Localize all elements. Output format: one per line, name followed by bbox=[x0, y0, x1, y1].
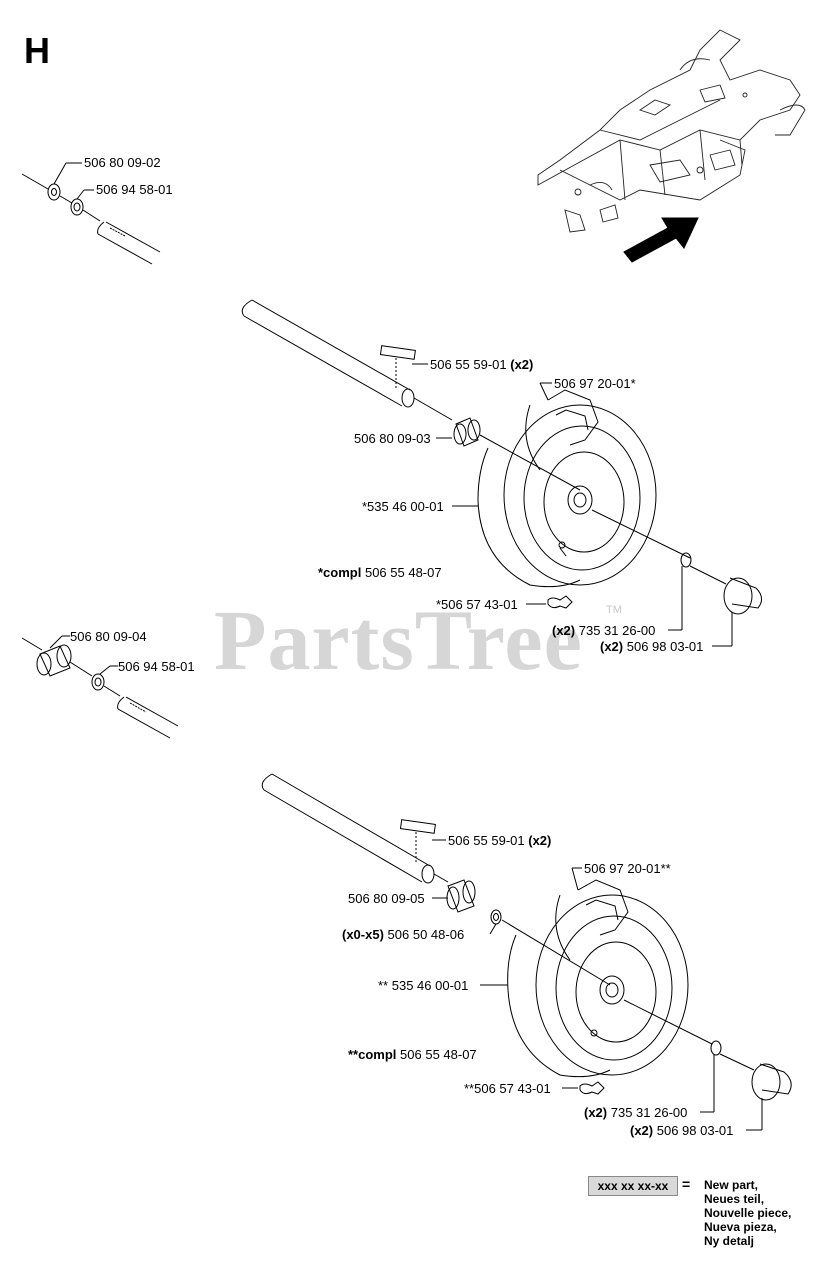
wheel-assembly-d bbox=[261, 773, 792, 1131]
bushing-506-80-09-03 bbox=[455, 417, 479, 447]
label-cap-upper: (x2) 506 98 03-01 bbox=[600, 639, 703, 654]
label-bushing-upper: 506 80 09-03 bbox=[354, 431, 431, 446]
watermark: PartsTree bbox=[214, 592, 583, 688]
label-cap-lower-qty: (x2) bbox=[630, 1123, 654, 1138]
washer-506-50-48-06 bbox=[490, 909, 502, 925]
axle-assembly-c bbox=[21, 635, 179, 739]
axle-tube-b bbox=[243, 299, 411, 407]
legend-line: New part, bbox=[704, 1178, 759, 1192]
label-washer-lower-part: 506 50 48-06 bbox=[387, 927, 465, 942]
bushing-506-80-09-04 bbox=[39, 645, 71, 677]
label-cap-upper-part: 506 98 03-01 bbox=[626, 639, 704, 654]
section-letter: H bbox=[24, 30, 50, 71]
valve-stem-upper bbox=[547, 389, 599, 446]
washer-506-94-58-01-c bbox=[91, 673, 105, 691]
watermark-trademark: TM bbox=[606, 604, 622, 616]
valve-cap-upper bbox=[547, 595, 573, 609]
legend-line: Nueva pieza, bbox=[704, 1220, 777, 1234]
pin-506-55-59-01-upper bbox=[379, 345, 416, 360]
label-bushing-lower: 506 80 09-05 bbox=[348, 891, 425, 906]
legend-line: Nouvelle piece, bbox=[704, 1206, 792, 1220]
axle-shaft-c bbox=[117, 696, 179, 739]
label-compl-upper-prefix: *compl bbox=[318, 565, 362, 580]
label-clip-upper: (x2) 735 31 26-00 bbox=[552, 623, 655, 638]
label-wheel-upper: *535 46 00-01 bbox=[362, 499, 444, 514]
wheel-assembly-b bbox=[241, 299, 762, 647]
axle-shaft-a bbox=[97, 221, 161, 265]
label-washer-lower-qty: (x0-x5) bbox=[342, 927, 384, 942]
label-tire-lower: 506 97 20-01** bbox=[584, 861, 671, 876]
pin-506-55-59-01-lower bbox=[399, 819, 436, 834]
label-clip-upper-qty: (x2) bbox=[552, 623, 576, 638]
bushing-506-80-09-05 bbox=[447, 879, 475, 913]
label-valve-lower: **506 57 43-01 bbox=[464, 1081, 551, 1096]
label-506-80-09-02: 506 80 09-02 bbox=[84, 155, 161, 170]
label-clip-lower-part: 735 31 26-00 bbox=[610, 1105, 688, 1120]
label-cap-lower: (x2) 506 98 03-01 bbox=[630, 1123, 733, 1138]
view-direction-arrow bbox=[623, 217, 699, 263]
label-tire-upper: 506 97 20-01* bbox=[554, 376, 636, 391]
legend-new-part-code: xxx xx xx-xx bbox=[588, 1176, 678, 1196]
axle-assembly-a bbox=[21, 162, 161, 265]
legend-equals: = bbox=[682, 1176, 691, 1192]
wheel-tire-lower bbox=[507, 934, 611, 1078]
label-cap-lower-part: 506 98 03-01 bbox=[656, 1123, 734, 1138]
label-clip-lower: (x2) 735 31 26-00 bbox=[584, 1105, 687, 1120]
axle-tube-d bbox=[263, 773, 431, 883]
label-clip-upper-part: 735 31 26-00 bbox=[578, 623, 656, 638]
label-cap-upper-qty: (x2) bbox=[600, 639, 624, 654]
label-pin-upper-part: 506 55 59-01 bbox=[430, 357, 507, 372]
label-506-94-58-01-c: 506 94 58-01 bbox=[118, 659, 195, 674]
label-pin-upper-qty: (x2) bbox=[510, 357, 534, 372]
washer-506-94-58-01 bbox=[70, 198, 84, 216]
legend-line: Ny detalj bbox=[704, 1234, 755, 1248]
label-compl-lower: **compl 506 55 48-07 bbox=[348, 1047, 477, 1062]
valve-cap-lower bbox=[579, 1081, 605, 1095]
legend-line: Neues teil, bbox=[704, 1192, 765, 1206]
label-506-80-09-04: 506 80 09-04 bbox=[70, 629, 147, 644]
clip-735-31-26-00-lower bbox=[710, 1040, 722, 1056]
label-pin-lower-part: 506 55 59-01 bbox=[448, 833, 525, 848]
label-clip-lower-qty: (x2) bbox=[584, 1105, 608, 1120]
label-compl-lower-part: 506 55 48-07 bbox=[400, 1047, 477, 1062]
label-506-94-58-01-a: 506 94 58-01 bbox=[96, 182, 173, 197]
label-pin-upper: 506 55 59-01 (x2) bbox=[430, 357, 533, 372]
label-compl-upper-part: 506 55 48-07 bbox=[364, 565, 442, 580]
label-compl-upper: *compl 506 55 48-07 bbox=[318, 565, 442, 580]
bushing-506-80-09-02 bbox=[47, 183, 61, 201]
wheel-tire-upper bbox=[477, 447, 581, 588]
label-compl-lower-prefix: **compl bbox=[348, 1047, 397, 1062]
hub-cap-506-98-03-01-upper bbox=[729, 577, 762, 609]
label-washer-lower: (x0-x5) 506 50 48-06 bbox=[342, 927, 464, 942]
tractor-frame-thumbnail bbox=[537, 29, 806, 233]
label-pin-lower-qty: (x2) bbox=[528, 833, 552, 848]
label-wheel-lower: ** 535 46 00-01 bbox=[378, 978, 469, 993]
label-pin-lower: 506 55 59-01 (x2) bbox=[448, 833, 551, 848]
hub-cap-506-98-03-01-lower bbox=[759, 1063, 792, 1095]
clip-735-31-26-00-upper bbox=[680, 552, 692, 568]
valve-stem-lower bbox=[577, 879, 629, 936]
label-valve-upper: *506 57 43-01 bbox=[436, 597, 518, 612]
